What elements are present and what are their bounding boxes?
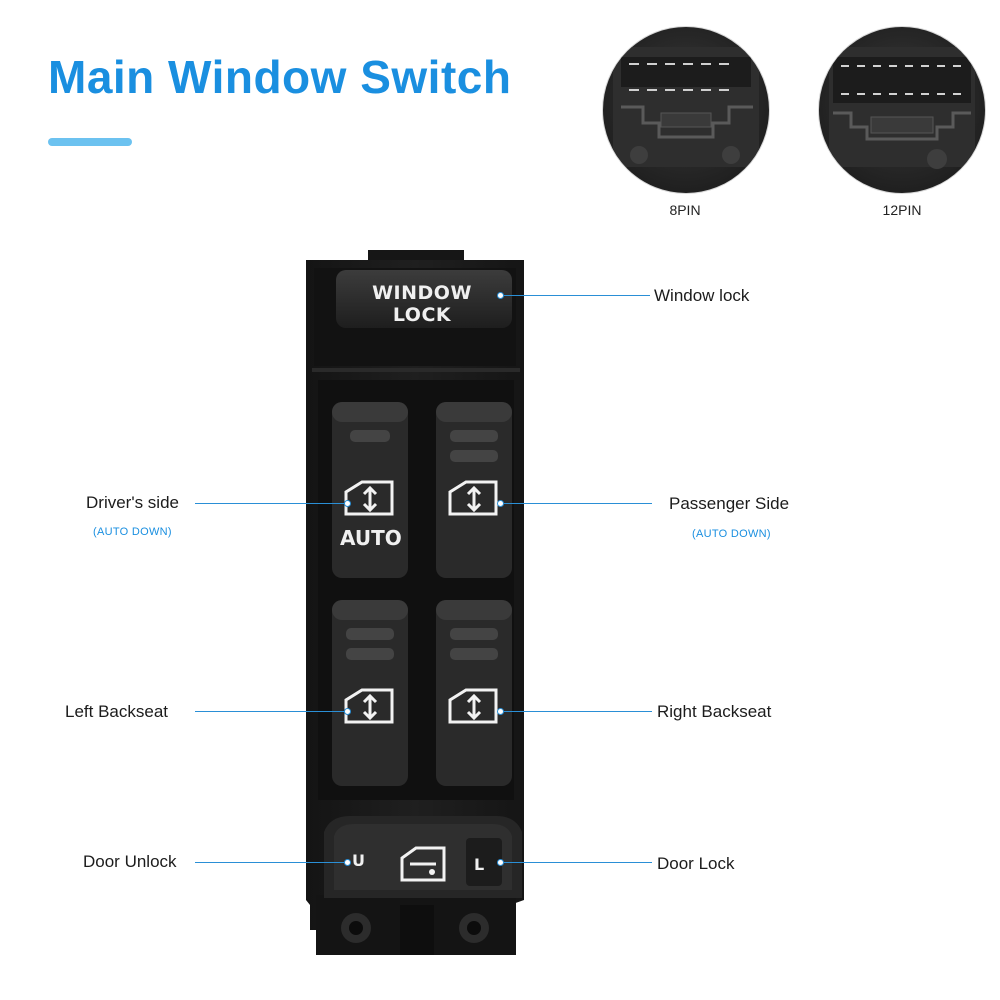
connector-12pin-label: 12PIN — [882, 202, 922, 218]
right-backseat-dot — [497, 708, 504, 715]
title-underline — [48, 138, 132, 146]
lock-glyph: L — [474, 855, 485, 874]
right-backseat-window-switch[interactable] — [434, 598, 514, 788]
right-backseat-callout: Right Backseat — [657, 702, 772, 721]
window-lock-label: WINDOW LOCK — [372, 282, 472, 326]
passenger-side-note: (AUTO DOWN) — [692, 528, 771, 540]
door-lock-callout: Door Lock — [657, 854, 735, 873]
window-lock-callout: Window lock — [654, 286, 750, 305]
connector-12pin-image — [818, 26, 986, 194]
left-backseat-callout: Left Backseat — [65, 702, 169, 721]
window-icon — [344, 480, 394, 516]
left-backseat-leader — [195, 711, 347, 712]
drivers-side-note: (AUTO DOWN) — [93, 526, 172, 538]
window-icon — [448, 688, 498, 724]
window-lock-leader — [500, 295, 650, 296]
door-lock-rocker[interactable] — [320, 812, 526, 902]
window-icon — [344, 688, 394, 724]
left-backseat-dot — [344, 708, 351, 715]
door-unlock-dot — [344, 859, 351, 866]
passenger-side-dot — [497, 500, 504, 507]
passenger-side-callout: Passenger Side — [669, 494, 790, 513]
page-title: Main Window Switch — [48, 51, 512, 103]
window-icon — [448, 480, 498, 516]
drivers-side-callout: Driver's side — [86, 493, 179, 512]
connector-8pin-label: 8PIN — [669, 202, 701, 218]
left-backseat-window-switch[interactable] — [330, 598, 410, 788]
right-backseat-leader — [500, 711, 652, 712]
connector-8pin-image — [602, 26, 770, 194]
unlock-glyph: U — [352, 851, 365, 870]
door-lock-dot — [497, 859, 504, 866]
passenger-side-leader — [500, 503, 652, 504]
window-lock-button[interactable] — [334, 268, 514, 332]
drivers-side-dot — [344, 500, 351, 507]
door-unlock-callout: Door Unlock — [83, 852, 177, 871]
window-lock-dot — [497, 292, 504, 299]
auto-label: AUTO — [340, 526, 402, 550]
door-unlock-leader — [195, 862, 347, 863]
door-lock-leader — [500, 862, 652, 863]
drivers-side-leader — [195, 503, 347, 504]
